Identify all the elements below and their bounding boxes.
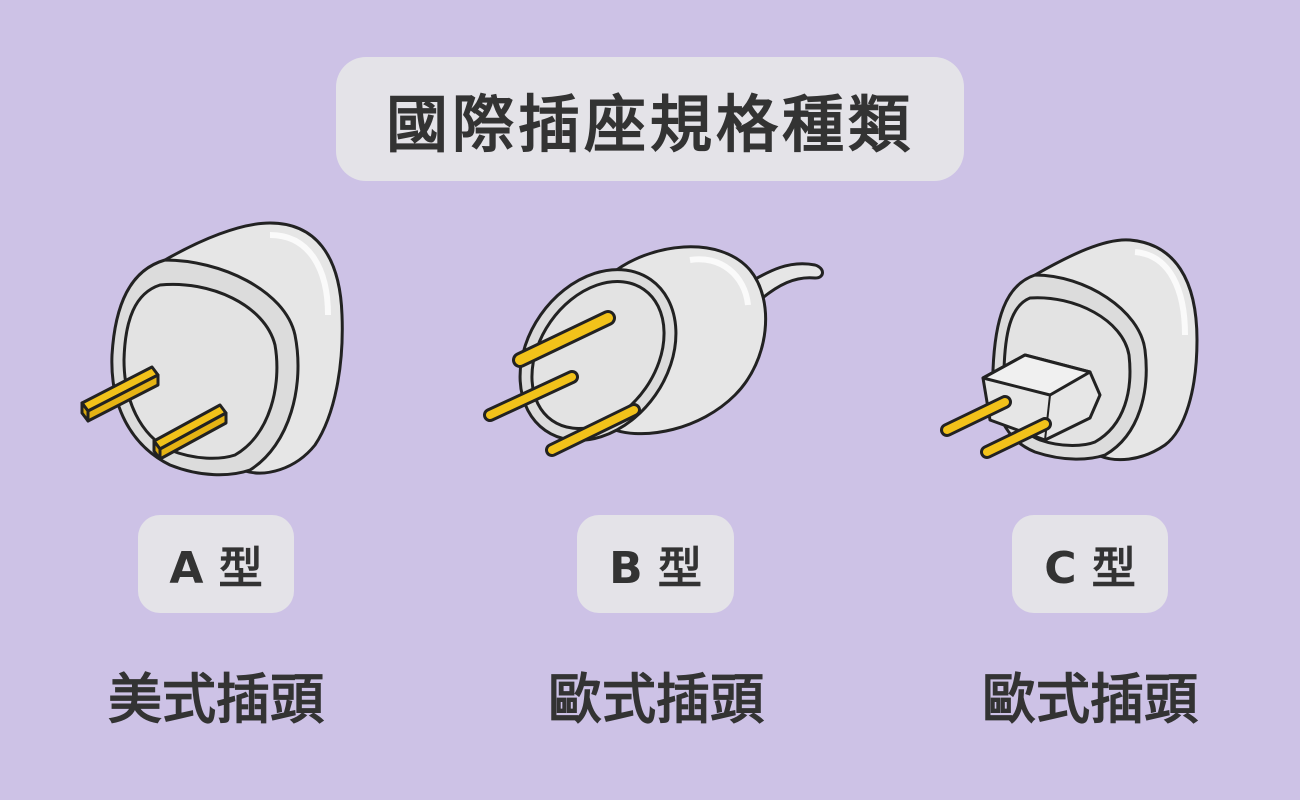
type-a-label: A 型	[169, 543, 263, 594]
type-b-badge: B 型	[577, 515, 734, 613]
type-b-caption: 歐式插頭	[548, 668, 764, 731]
type-c-label: C 型	[1044, 543, 1136, 594]
type-a-plug-icon	[80, 221, 344, 477]
type-c-badge: C 型	[1012, 515, 1168, 613]
title-banner: 國際插座規格種類	[336, 57, 964, 181]
page-title: 國際插座規格種類	[385, 88, 914, 161]
type-c-caption: 歐式插頭	[982, 668, 1198, 731]
type-b-label: B 型	[609, 543, 702, 594]
type-a-caption: 美式插頭	[108, 668, 324, 731]
type-c-plug-icon	[940, 238, 1199, 462]
type-a-badge: A 型	[138, 515, 294, 613]
type-b-plug-icon	[483, 245, 824, 457]
